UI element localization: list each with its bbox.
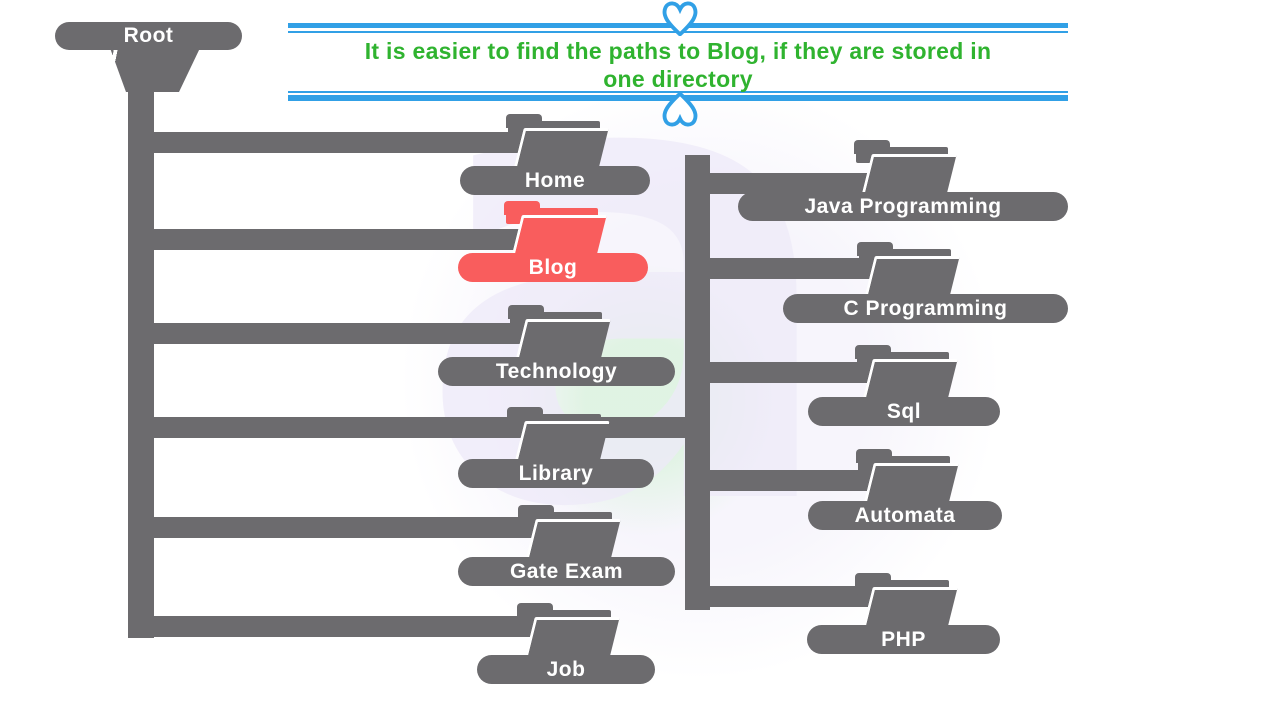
folder-node-gate-exam: Gate Exam — [458, 505, 675, 589]
folder-label-highlighted: Blog — [458, 253, 648, 282]
folder-icon — [496, 201, 611, 262]
branch-gate-exam — [128, 517, 560, 538]
folder-icon — [510, 505, 625, 566]
branch-job — [128, 616, 560, 637]
folder-node-blog: Blog — [458, 201, 648, 285]
branch-automata — [700, 470, 905, 491]
folder-icon — [499, 407, 614, 468]
folder-node-technology: Technology — [438, 305, 675, 389]
folder-node-java-programming: Java Programming — [738, 140, 1068, 224]
folder-label: PHP — [807, 625, 1000, 654]
folder-label: Automata — [808, 501, 1002, 530]
folder-label: Technology — [438, 357, 675, 386]
heart-icon-bottom — [662, 92, 698, 127]
branch-c-programming — [700, 258, 905, 279]
folder-icon — [849, 242, 964, 303]
branch-java-programming — [700, 173, 905, 194]
folder-icon — [509, 603, 624, 664]
branch-technology — [128, 323, 560, 344]
branch-php — [700, 586, 905, 607]
banner-line-2: one directory — [603, 66, 753, 92]
folder-label: Library — [458, 459, 654, 488]
branch-blog — [128, 229, 560, 250]
branch-home — [128, 132, 560, 153]
folder-label: Home — [460, 166, 650, 195]
folder-node-home: Home — [460, 114, 650, 198]
folder-label: C Programming — [783, 294, 1068, 323]
banner-line-1: It is easier to find the paths to Blog, … — [364, 38, 992, 64]
folder-node-job: Job — [477, 603, 655, 687]
folder-icon — [846, 140, 961, 201]
folder-node-library: Library — [458, 407, 654, 491]
folder-icon — [847, 573, 962, 634]
folder-icon — [847, 345, 962, 406]
branch-sql — [700, 362, 905, 383]
folder-node-php: PHP — [807, 573, 1000, 657]
folder-icon — [848, 449, 963, 510]
root-node: Root — [55, 22, 242, 94]
ribbon-line-bottom-thin — [288, 91, 1068, 93]
folder-node-automata: Automata — [808, 449, 1002, 533]
folder-label: Job — [477, 655, 655, 684]
folder-icon — [500, 305, 615, 366]
heart-icon-top — [662, 1, 698, 36]
folder-node-c-programming: C Programming — [783, 242, 1068, 326]
banner-text: It is easier to find the paths to Blog, … — [288, 37, 1068, 93]
folder-node-sql: Sql — [808, 345, 1000, 429]
folder-label: Sql — [808, 397, 1000, 426]
root-label: Root — [55, 22, 242, 50]
folder-label: Java Programming — [738, 192, 1068, 221]
folder-label: Gate Exam — [458, 557, 675, 586]
folder-icon — [498, 114, 613, 175]
trunk-left — [128, 78, 154, 638]
root-folder-body — [110, 48, 200, 92]
